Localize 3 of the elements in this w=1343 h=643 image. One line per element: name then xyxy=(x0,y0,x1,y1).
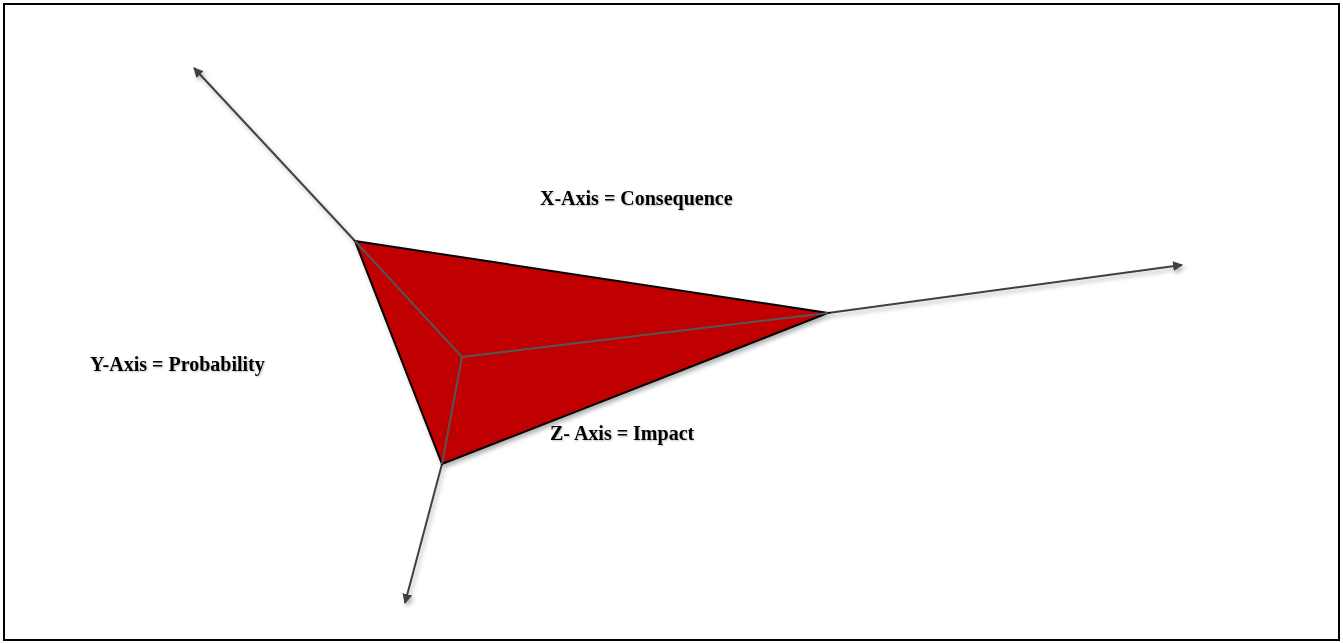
axis-label: Y-Axis = Probability xyxy=(90,353,265,376)
axis-label: X-Axis = Consequence xyxy=(540,187,733,210)
axis-label: Z- Axis = Impact xyxy=(550,422,695,445)
